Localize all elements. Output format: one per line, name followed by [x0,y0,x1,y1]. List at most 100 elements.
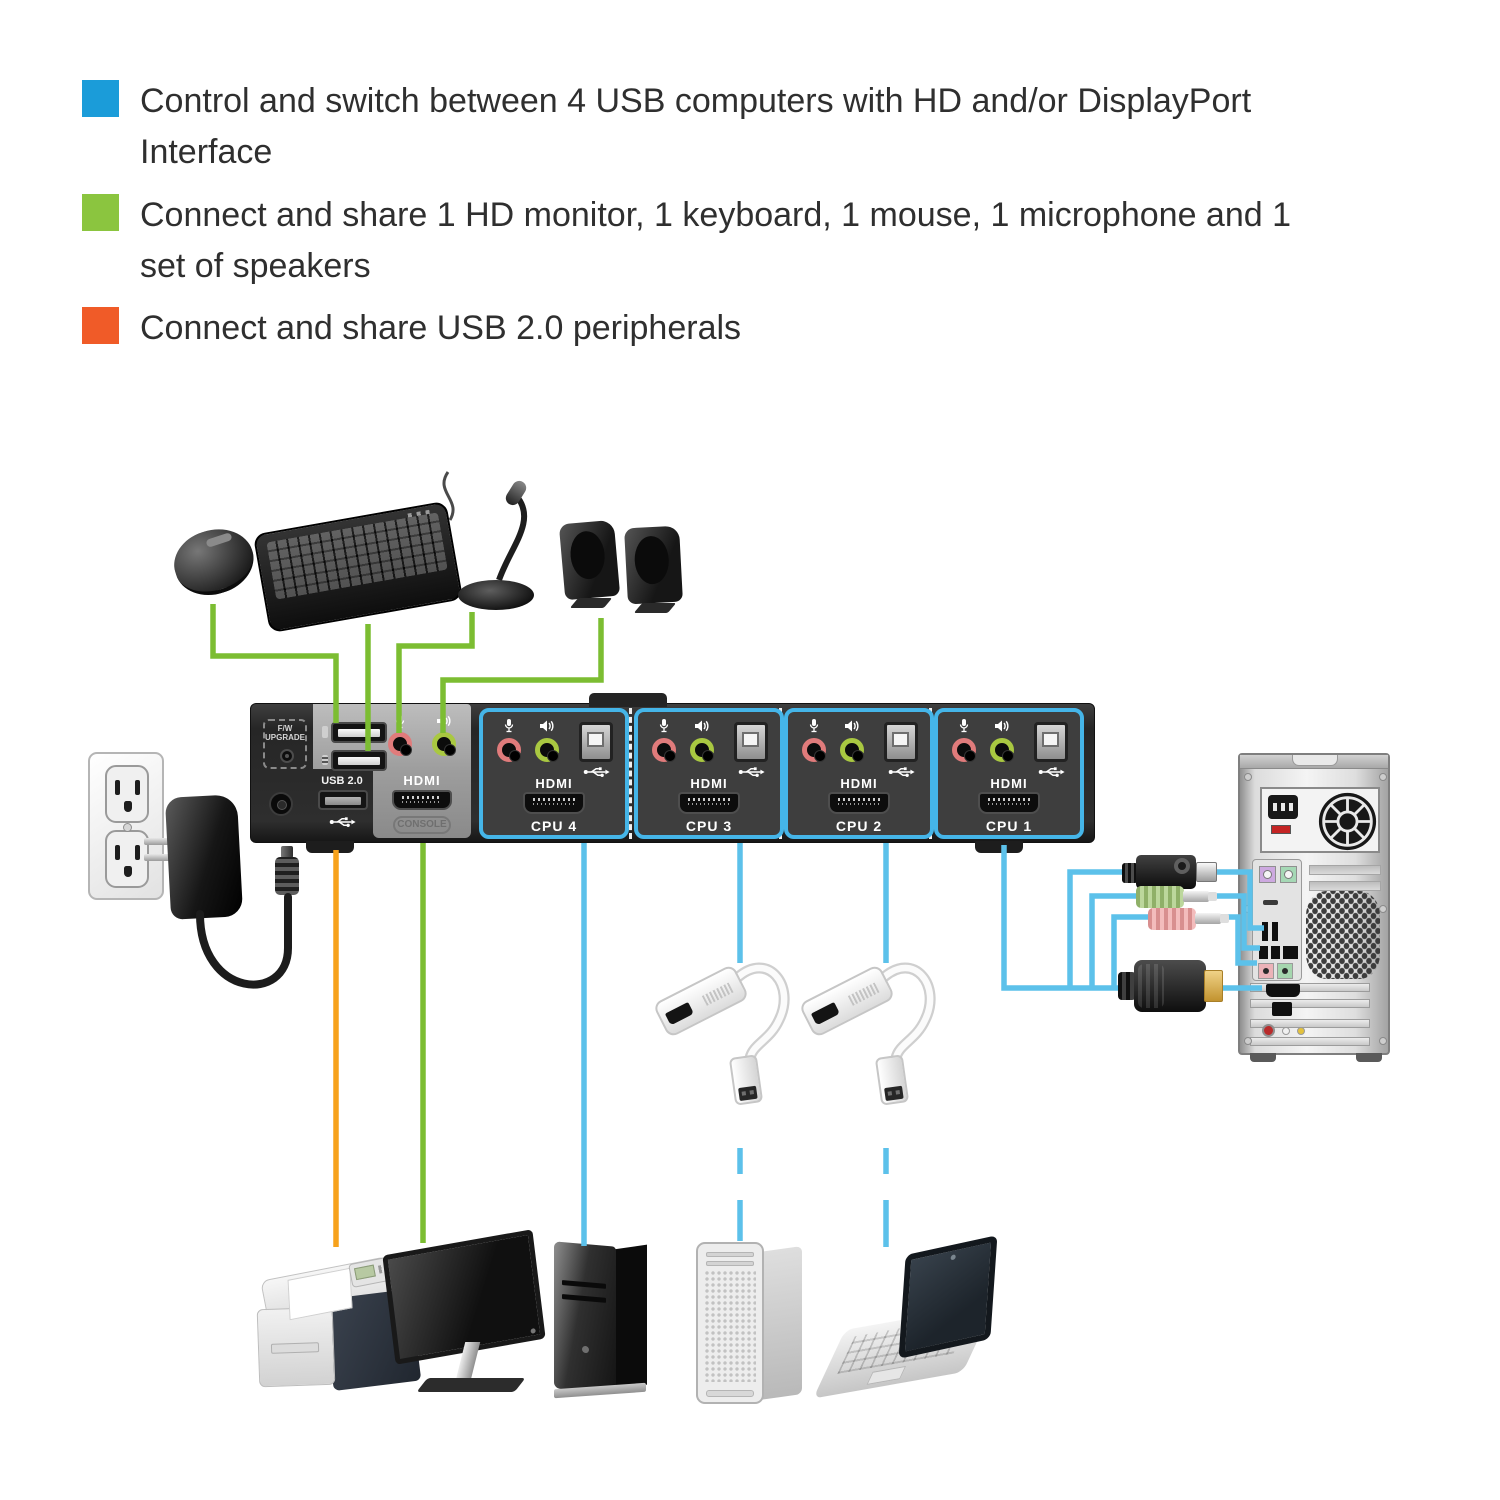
plug-tip [1208,892,1217,901]
hdmi-pins [988,798,1030,801]
slot-cover [1250,1037,1370,1046]
console-usb-mouse-port [331,722,387,743]
adapter-body [652,963,750,1039]
mouse-body [166,519,262,605]
hdmi-pins [402,796,442,799]
cpu-port-group-1: HDMI CPU 1 [934,708,1084,839]
fw-upgrade-button [280,749,294,763]
legend-swatch-blue [82,80,119,117]
speaker-icon [436,714,452,728]
hdmi-label: HDMI [690,776,728,791]
usb-b-inner [892,732,909,747]
tower-foot [1250,1053,1276,1062]
vent-slot [1309,881,1381,891]
plug-tip [1220,914,1229,923]
speaker-foot [569,598,613,608]
hdmi-pins [533,803,575,805]
legend: Control and switch between 4 USB compute… [0,0,1500,380]
hdmi-label: HDMI [990,776,1028,791]
drive-bay [562,1293,606,1303]
legend-text: Connect and share USB 2.0 peripherals [140,303,1440,354]
cpu-label: CPU 1 [985,818,1033,834]
hdmi-pins [688,798,730,801]
laptop-screen [898,1235,998,1359]
usb-b-inner [742,732,759,747]
plug-shaft [1183,891,1209,902]
speaker-jack [990,738,1014,762]
usb-trident-icon [329,815,357,829]
desktop-tower [552,1241,652,1399]
hdmi-female-port [810,1001,840,1026]
mic-jack [652,738,676,762]
legend-swatch-green [82,194,119,231]
paper-tray [270,1342,320,1354]
adapter-prong [144,838,172,845]
displayport-plug [728,1054,764,1106]
console-usb-keyboard-port [331,750,387,771]
speaker-icon [539,719,555,733]
hdmi-pins [533,798,575,801]
microphone-neck [496,496,528,581]
microphone [452,476,548,616]
plug-pin [749,1090,755,1095]
hdmi-port [1266,984,1300,997]
keyboard [252,500,466,634]
tower-front [554,1241,616,1394]
laptop [813,1235,998,1399]
usb-tongue [338,729,380,737]
tower-foot [1356,1053,1382,1062]
screw [1379,1037,1387,1045]
mic-jack [952,738,976,762]
laptop-touchpad [866,1365,907,1386]
dp-to-hdmi-adapter-2 [798,962,928,1132]
screw [1379,905,1387,913]
usb-ethernet-block [1259,946,1299,959]
screw [1244,1037,1252,1045]
ethernet-port [1272,1002,1292,1016]
hdmi-label: HDMI [840,776,878,791]
fan-icon [1317,791,1378,852]
tower-side [760,1246,802,1400]
adapter-prong [144,854,172,861]
usb-trident-icon [583,765,611,779]
plug-ribs [1136,886,1184,908]
fw-upgrade-label: F/W UPGRADE [265,724,306,742]
tower-side [614,1244,647,1390]
outlet-slot [135,780,140,795]
optical-drive-slot [706,1252,754,1257]
console-hdmi-port [392,790,452,810]
ps2-keyboard-port [1280,866,1297,883]
speaker-right [624,525,683,605]
console-mic-jack [388,732,412,756]
usb-ports-vertical [1262,922,1280,941]
cpu-port-group-2: HDMI CPU 2 [784,708,934,839]
plug-shaft [1195,913,1221,924]
mic-jack [497,738,521,762]
rca-jack-white [1282,1027,1290,1035]
outlet-slot [115,845,120,860]
usb-tongue [338,757,380,765]
mic-jack [1258,963,1274,979]
console-hdmi-label: HDMI [403,773,441,788]
displayport-face [884,1085,904,1102]
drive-bay [562,1279,606,1289]
usb-b-port [579,722,613,762]
speaker-icon [994,719,1010,733]
cpu-label: CPU 3 [685,818,733,834]
dc-barrel-connector [275,857,299,895]
displayport-face [738,1085,758,1102]
speaker-grille [568,529,607,581]
screw [1244,905,1252,913]
kvm-switch: F/W UPGRADE USB 2.0 HDMI CONSOLE [250,693,1095,853]
hdmi-port [678,792,740,814]
hdmi-label: HDMI [535,776,573,791]
usb-trident-icon [1038,765,1066,779]
power-supply [1260,787,1380,853]
kvm-foot [306,841,354,853]
hdmi-plug-body [1134,960,1206,1012]
displayport-plug [874,1054,910,1106]
usb-plug-tip [1196,862,1217,882]
speaker-icon [694,719,710,733]
legend-line: set of speakers [140,247,371,285]
expansion-slots [1250,983,1372,1047]
